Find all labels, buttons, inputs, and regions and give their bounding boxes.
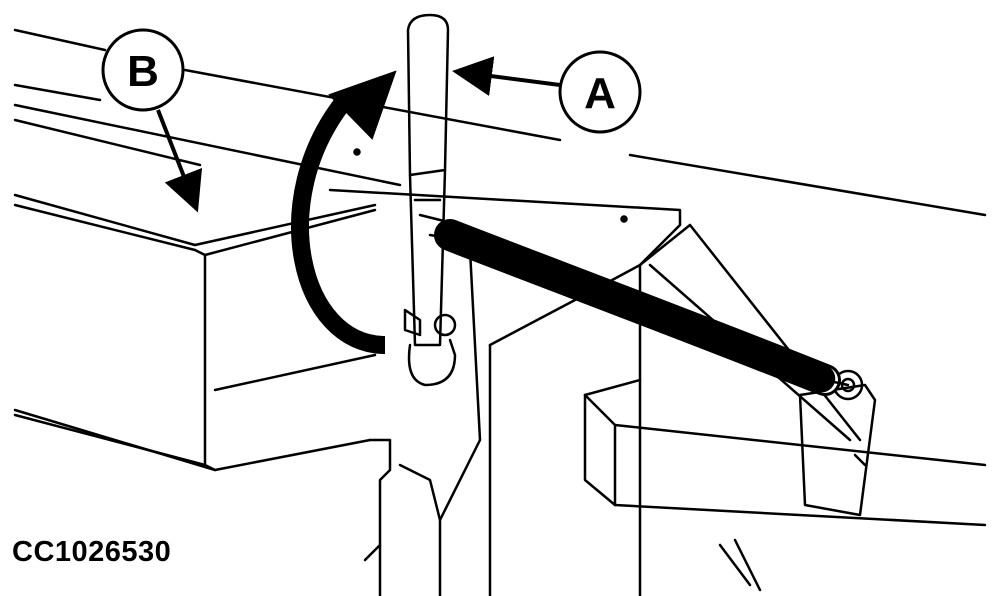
- tension-spring: [428, 219, 850, 396]
- channel-beam: [13, 193, 377, 472]
- figure-id: CC1026530: [12, 536, 172, 568]
- callout-pointer-arrow-icon: [156, 109, 203, 213]
- callout-pointer-arrow-icon: [452, 56, 561, 96]
- rotation-arrow-icon: [291, 70, 397, 354]
- callout-b: B: [101, 28, 203, 213]
- callout-a-label: A: [584, 69, 616, 118]
- callout-b-label: B: [127, 47, 159, 96]
- anchor-plate: [798, 369, 877, 517]
- lever-handle: [403, 13, 457, 387]
- top-rail: [13, 28, 987, 217]
- square-tube: [583, 378, 987, 527]
- callout-a: A: [452, 50, 642, 134]
